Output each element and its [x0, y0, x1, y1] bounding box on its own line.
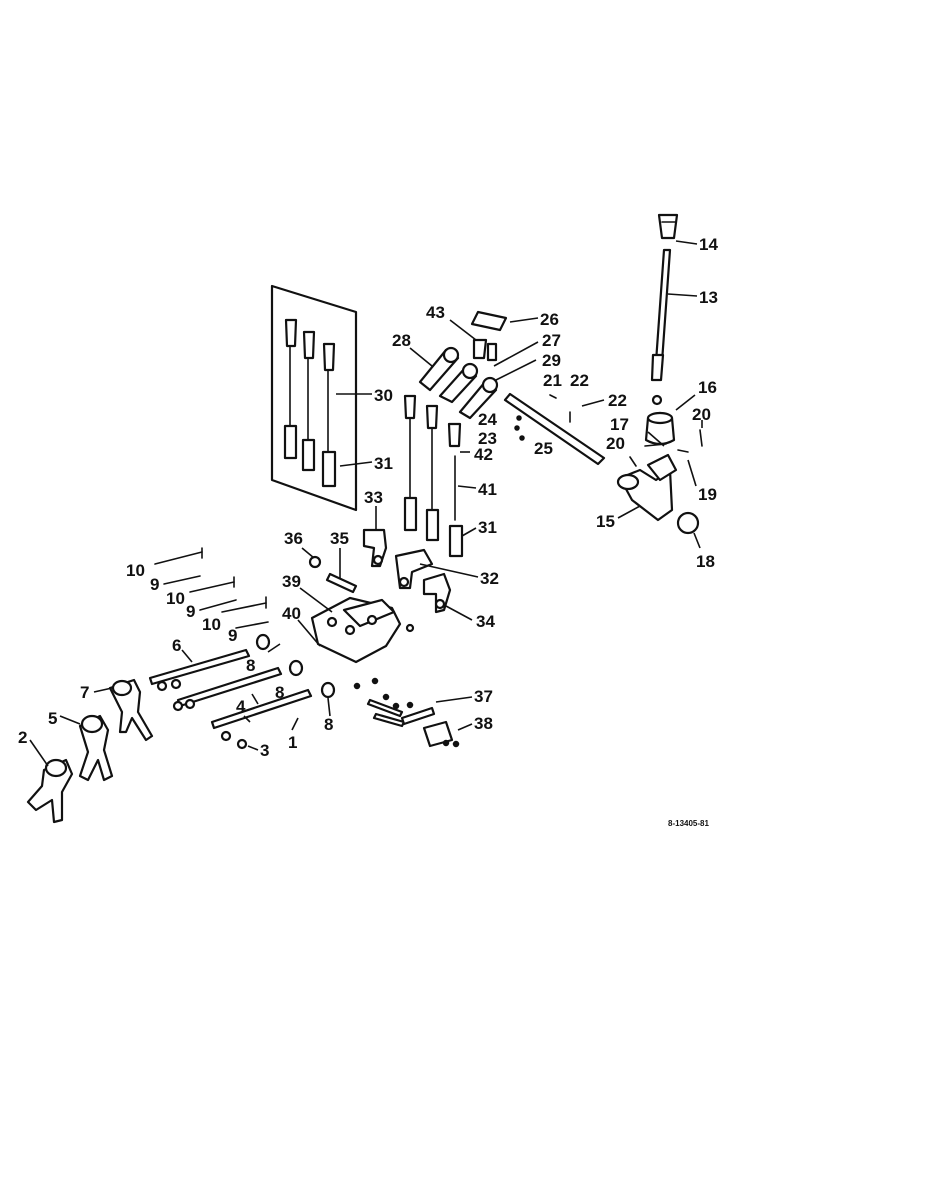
- callout-34: 34: [476, 612, 495, 631]
- bushing-8b: [288, 659, 304, 677]
- rod-assembly-1: [283, 318, 298, 460]
- upper-arms: [418, 310, 508, 420]
- center-rods: [403, 394, 464, 558]
- cross-shaft: [503, 392, 606, 466]
- inset-panel: [270, 284, 358, 512]
- callout-8-upper: 8: [246, 656, 255, 675]
- lower-levers: [308, 528, 452, 614]
- housing-plate: [310, 596, 415, 664]
- ball: [676, 511, 700, 535]
- callout-4: 4: [236, 697, 246, 716]
- leader-lines: [29, 240, 703, 767]
- callout-25: 25: [534, 439, 553, 458]
- callout-31-lower: 31: [478, 518, 497, 537]
- callout-6: 6: [172, 636, 181, 655]
- callout-22-upper: 22: [570, 371, 589, 390]
- callout-5: 5: [48, 709, 57, 728]
- callout-30: 30: [374, 386, 393, 405]
- callout-32: 32: [480, 569, 499, 588]
- bushing-8a: [255, 633, 271, 651]
- callout-41: 41: [478, 480, 497, 499]
- pins: [154, 547, 269, 629]
- callout-43: 43: [426, 303, 445, 322]
- callout-9-lower: 9: [228, 626, 237, 645]
- cross-shaft-group: [503, 392, 606, 466]
- callout-40: 40: [282, 604, 301, 623]
- callout-9-upper: 9: [150, 575, 159, 594]
- callout-18: 18: [696, 552, 715, 571]
- callout-2: 2: [18, 728, 27, 747]
- callout-29: 29: [542, 351, 561, 370]
- callout-3: 3: [260, 741, 269, 760]
- washer-36: [308, 555, 322, 569]
- rod-assembly-3: [321, 342, 337, 488]
- callout-33: 33: [364, 488, 383, 507]
- callout-37: 37: [474, 687, 493, 706]
- callout-31-upper: 31: [374, 454, 393, 473]
- bolt-kit: [353, 677, 460, 748]
- callout-8-middle: 8: [275, 683, 284, 702]
- callout-13: 13: [699, 288, 718, 307]
- callout-10-upper: 10: [126, 561, 145, 580]
- callout-17: 17: [610, 415, 629, 434]
- callout-23: 23: [478, 429, 497, 448]
- callout-24: 24: [478, 410, 497, 429]
- clip-43: [472, 338, 488, 360]
- callout-15: 15: [596, 512, 615, 531]
- bracket-26: [470, 310, 508, 332]
- callout-26: 26: [540, 310, 559, 329]
- yoke-42: [447, 422, 462, 448]
- callout-7: 7: [80, 683, 89, 702]
- callout-labels: 1 2 3 4 5 6 7 8 8 8 9 9 9 10 10 10 13 14…: [18, 235, 718, 760]
- callout-8-lower: 8: [324, 715, 333, 734]
- callout-20-right: 20: [692, 405, 711, 424]
- drawing-number: 8-13405-81: [668, 819, 709, 828]
- callout-21: 21: [543, 371, 562, 390]
- shift-forks: [26, 678, 154, 824]
- callout-35: 35: [330, 529, 349, 548]
- bushing-8c: [320, 681, 336, 699]
- callout-36: 36: [284, 529, 303, 548]
- callout-28: 28: [392, 331, 411, 350]
- callout-1: 1: [288, 733, 297, 752]
- callout-10-lower: 10: [202, 615, 221, 634]
- callout-38: 38: [474, 714, 493, 733]
- callout-39: 39: [282, 572, 301, 591]
- callout-19: 19: [698, 485, 717, 504]
- rod-assembly-2: [301, 330, 316, 472]
- callout-10-middle: 10: [166, 589, 185, 608]
- rail-6: [148, 648, 251, 686]
- yoke-31: [448, 524, 464, 558]
- pin-35: [325, 572, 358, 594]
- callout-22-lower: 22: [608, 391, 627, 410]
- shift-lever-group: [616, 213, 703, 535]
- rail-1: [210, 688, 313, 730]
- callout-27: 27: [542, 331, 561, 350]
- callout-42: 42: [474, 445, 493, 464]
- callout-16: 16: [698, 378, 717, 397]
- callout-9-middle: 9: [186, 602, 195, 621]
- shift-lever: [654, 248, 672, 364]
- shift-rails: [148, 633, 336, 750]
- callout-20-left: 20: [606, 434, 625, 453]
- rods-inset-panel: [270, 284, 358, 512]
- shift-knob: [657, 213, 679, 240]
- callout-14: 14: [699, 235, 718, 254]
